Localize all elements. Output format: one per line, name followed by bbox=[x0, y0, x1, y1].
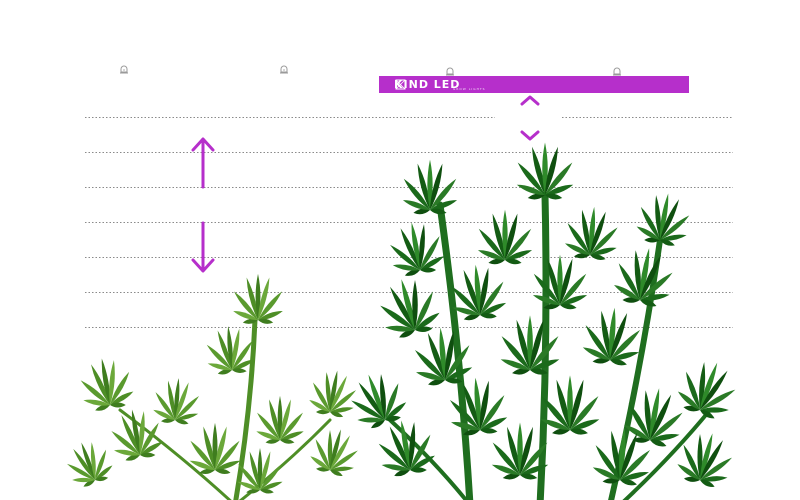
cannabis-leaf bbox=[380, 279, 440, 338]
cannabis-leaf bbox=[80, 358, 134, 411]
cannabis-leaf bbox=[67, 442, 113, 487]
cannabis-leaf bbox=[592, 427, 651, 486]
plant-stem bbox=[622, 408, 712, 500]
cannabis-leaf bbox=[153, 378, 200, 425]
cannabis-leaf bbox=[677, 433, 733, 487]
cannabis-leaf bbox=[449, 377, 508, 436]
plant-stem bbox=[233, 317, 258, 500]
cannabis-leaf bbox=[491, 422, 549, 480]
arrow-down-icon bbox=[191, 221, 215, 273]
cannabis-leaf bbox=[111, 409, 163, 461]
light-bulb-icon bbox=[120, 65, 128, 74]
plant-stem bbox=[238, 418, 332, 500]
cannabis-leaf bbox=[516, 142, 574, 200]
cannabis-leaf bbox=[378, 420, 435, 477]
cannabis-leaf bbox=[540, 375, 600, 435]
large-plant bbox=[351, 142, 736, 500]
plant-stem bbox=[388, 418, 469, 500]
cannabis-leaf bbox=[564, 206, 618, 260]
cannabis-leaf bbox=[532, 254, 588, 310]
hanging-points bbox=[120, 65, 621, 76]
cannabis-leaf bbox=[477, 209, 533, 265]
cannabis-leaf bbox=[582, 307, 641, 366]
cannabis-leaf bbox=[500, 315, 560, 375]
plant-stem bbox=[536, 191, 550, 500]
cannabis-leaf bbox=[624, 388, 683, 447]
brand-name: KIND LED bbox=[394, 78, 461, 91]
cannabis-leaf bbox=[614, 248, 673, 307]
cannabis-leaf bbox=[677, 362, 736, 419]
led-light-bar bbox=[379, 76, 689, 93]
arrow-up-icon bbox=[191, 137, 215, 189]
chevron-down-icon bbox=[520, 130, 540, 141]
cannabis-leaf bbox=[206, 326, 255, 375]
brand-tagline: GROW LIGHTS bbox=[453, 87, 486, 91]
light-bulb-icon bbox=[446, 67, 454, 76]
cannabis-leaf bbox=[414, 327, 473, 386]
cannabis-leaf bbox=[256, 395, 304, 444]
cannabis-leaf bbox=[237, 448, 283, 494]
light-bulb-icon bbox=[613, 67, 621, 76]
kind-led-logo-icon bbox=[395, 79, 406, 90]
cannabis-leaf bbox=[451, 264, 507, 321]
cannabis-leaf bbox=[310, 429, 358, 477]
cannabis-leaf bbox=[233, 273, 283, 324]
cannabis-leaf bbox=[390, 222, 444, 276]
cannabis-leaf bbox=[351, 374, 407, 429]
light-bulb-icon bbox=[280, 65, 288, 74]
cannabis-leaf bbox=[309, 370, 357, 418]
small-plant bbox=[67, 273, 358, 500]
cannabis-leaf bbox=[636, 193, 690, 246]
cannabis-leaf bbox=[189, 422, 241, 474]
cannabis-leaf bbox=[402, 159, 458, 215]
plant-stem bbox=[436, 201, 474, 500]
chevron-up-icon bbox=[520, 95, 540, 106]
